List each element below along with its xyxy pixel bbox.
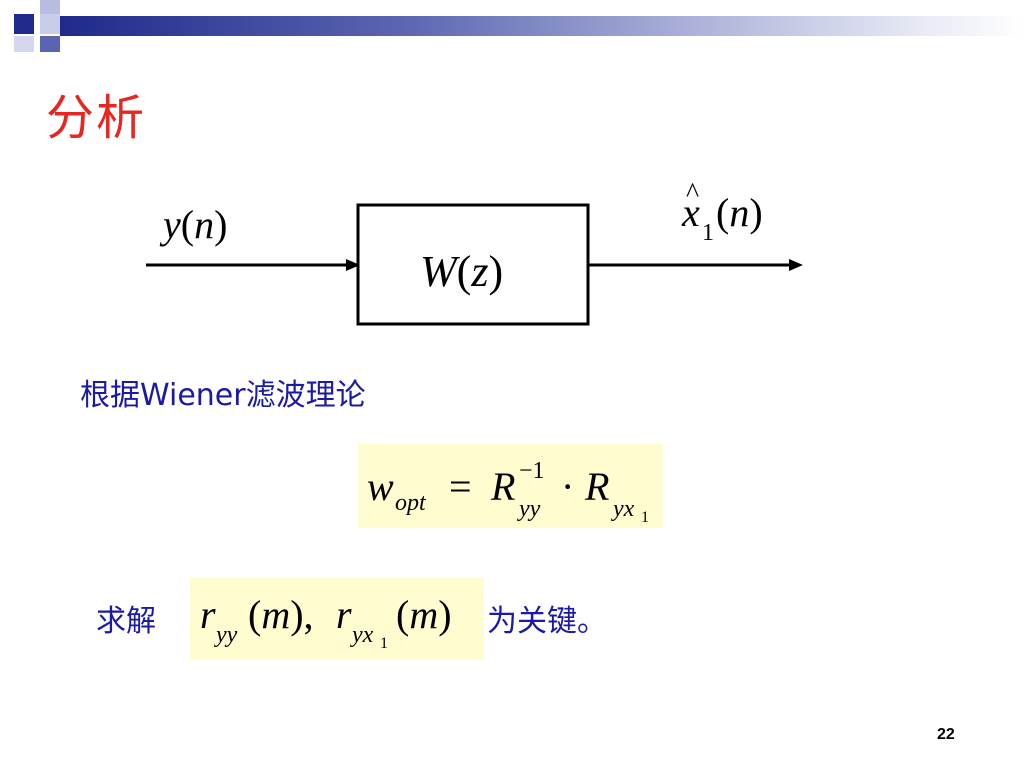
svg-text:r: r	[200, 592, 216, 637]
svg-text:^: ^	[686, 178, 699, 209]
theory-text: 根据Wiener滤波理论	[80, 378, 366, 413]
output-arrow	[588, 259, 803, 271]
svg-text:R: R	[584, 464, 609, 509]
filter-transfer-label: W(z)	[420, 247, 503, 296]
slide-title: 分析	[46, 90, 147, 146]
solve-label: 求解	[96, 604, 156, 639]
svg-text:(m): (m)	[396, 592, 452, 637]
formula-wopt: w opt = R yy −1 · R yx 1	[357, 444, 663, 528]
header-gradient-bar	[60, 16, 1024, 36]
svg-text:1: 1	[641, 509, 649, 526]
page-number: 22	[937, 726, 955, 743]
svg-text:yx: yx	[611, 496, 635, 522]
header-square-dark	[14, 14, 34, 34]
header-square-light	[40, 14, 60, 34]
svg-text:yy: yy	[214, 622, 238, 648]
svg-text:R: R	[490, 464, 515, 509]
svg-text:1: 1	[380, 635, 388, 652]
svg-text:(n): (n)	[716, 190, 763, 235]
svg-text:w: w	[367, 464, 394, 509]
input-arrow	[146, 259, 360, 271]
svg-text:1: 1	[702, 220, 714, 246]
svg-text:−1: −1	[519, 458, 545, 484]
key-text: 为关键。	[487, 604, 607, 639]
header-square-light	[40, 0, 60, 14]
svg-text:=: =	[449, 464, 472, 509]
output-signal-label: x ^ 1 (n)	[681, 178, 763, 246]
header-square-dark	[40, 36, 60, 52]
svg-text:opt: opt	[395, 490, 427, 516]
svg-text:·: ·	[561, 464, 574, 509]
svg-text:r: r	[336, 592, 352, 637]
header-square-light	[14, 36, 34, 52]
filter-box	[356, 203, 590, 326]
svg-text:yx: yx	[350, 622, 374, 648]
svg-text:yy: yy	[517, 496, 541, 522]
svg-text:x: x	[681, 190, 700, 235]
input-signal-label: y(n)	[159, 202, 227, 247]
formula-correlations: r yy (m), r yx 1 (m)	[190, 578, 484, 660]
svg-text:(m),: (m),	[248, 592, 314, 637]
